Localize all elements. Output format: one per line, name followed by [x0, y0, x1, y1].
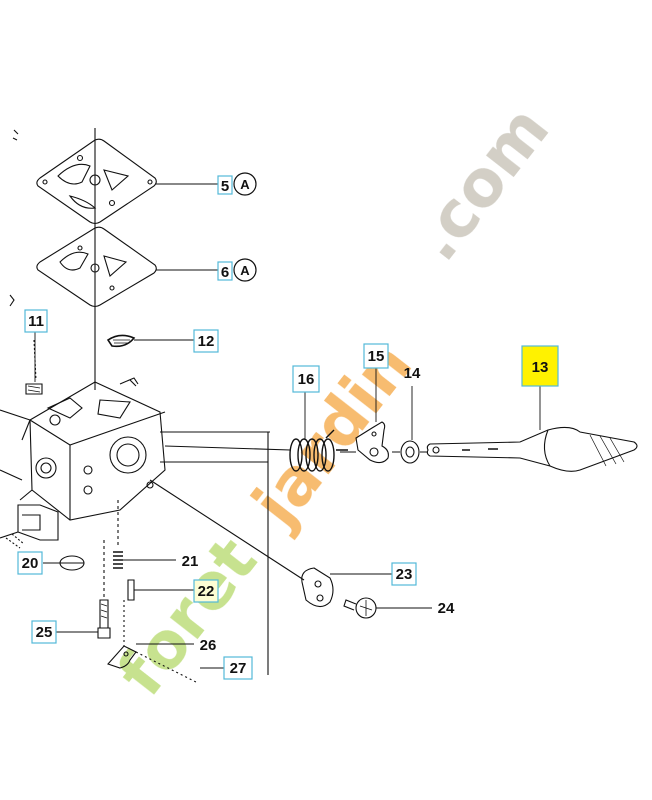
part-label-24[interactable]: 24: [438, 600, 455, 617]
part-number-16: 16: [298, 371, 315, 388]
reference-letter-5: A: [240, 177, 250, 192]
part-number-6: 6: [221, 264, 229, 281]
watermark: foret jardin .com: [104, 93, 564, 710]
part-number-22: 22: [198, 583, 215, 600]
part-number-21: 21: [182, 553, 199, 570]
part-number-14: 14: [404, 365, 421, 382]
part-labels: 5 A 6 A 11 12 13 14: [17, 172, 559, 680]
watermark-suffix: .com: [399, 93, 564, 275]
leader-23-axis: [149, 479, 305, 581]
part-label-14[interactable]: 14: [404, 365, 421, 382]
part-number-12: 12: [198, 333, 215, 350]
needle-11: [25, 339, 43, 395]
spring-21: [113, 500, 135, 601]
part-number-15: 15: [368, 348, 385, 365]
carburetor-body: [0, 377, 270, 549]
filter-screen-12: [106, 334, 136, 348]
part-label-25[interactable]: 25: [31, 620, 57, 644]
spring-16: [289, 429, 348, 472]
washer-14: [400, 440, 420, 464]
part-label-27[interactable]: 27: [223, 656, 253, 680]
reference-ring-5: [233, 172, 257, 196]
part-number-20: 20: [22, 555, 39, 572]
gasket-6: [36, 226, 157, 308]
part-number-23: 23: [396, 566, 413, 583]
reference-ring-6: [233, 258, 257, 282]
screw-25: [97, 540, 111, 639]
part-label-20[interactable]: 20: [17, 551, 43, 575]
part-label-26[interactable]: 26: [200, 637, 217, 654]
shaft-axis: [164, 445, 428, 453]
part-label-11[interactable]: 11: [24, 309, 48, 333]
part-label-21[interactable]: 21: [182, 553, 199, 570]
part-label-12[interactable]: 12: [193, 329, 219, 353]
part-label-5[interactable]: 5 A: [217, 172, 257, 196]
part-label-16[interactable]: 16: [292, 365, 320, 393]
edge-fragment-mid: [9, 294, 15, 307]
leader-lines: [34, 183, 541, 669]
watermark-highlight: jardin: [237, 329, 426, 542]
line-art: [0, 128, 638, 683]
bracket-26: [107, 600, 197, 683]
part-label-15[interactable]: 15: [363, 343, 389, 369]
part-number-13: 13: [532, 359, 549, 376]
part-number-24: 24: [438, 600, 455, 617]
reference-letter-6: A: [240, 263, 250, 278]
part-label-13[interactable]: 13: [521, 345, 559, 387]
part-number-26: 26: [200, 637, 217, 654]
part-number-27: 27: [230, 660, 247, 677]
shaft-13: [426, 426, 638, 472]
part-label-23[interactable]: 23: [391, 562, 417, 586]
diaphragm-5: [36, 138, 157, 225]
part-number-11: 11: [28, 313, 44, 330]
part-number-25: 25: [36, 624, 53, 641]
part-number-5: 5: [221, 178, 229, 195]
part-label-22[interactable]: 22: [193, 579, 219, 603]
lever-15: [355, 421, 389, 464]
screw-24: [343, 597, 377, 619]
part-label-6[interactable]: 6 A: [217, 258, 257, 282]
plate-23: [301, 567, 334, 608]
edge-fragment-top: [12, 129, 19, 141]
